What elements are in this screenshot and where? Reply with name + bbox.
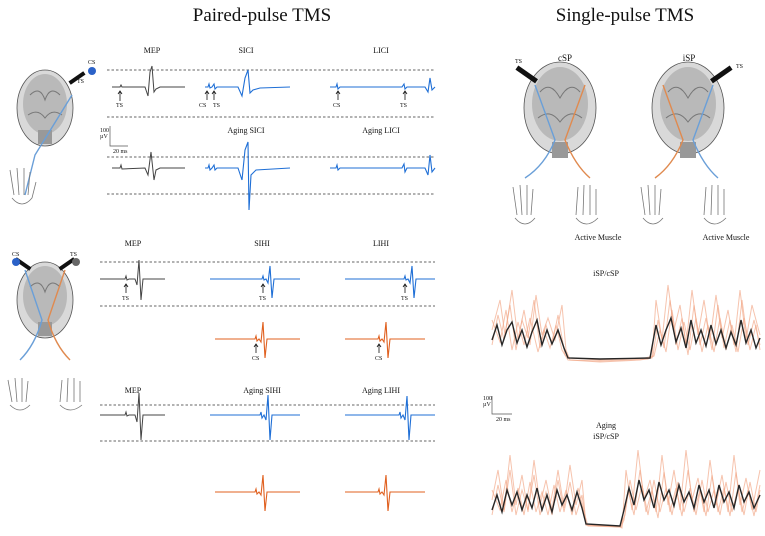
label-aging-lici: Aging LICI	[362, 126, 400, 135]
label-mep-aging-sihi: MEP	[125, 386, 142, 395]
svg-text:100: 100	[483, 396, 492, 402]
trace-aging-sihi-orange	[215, 474, 300, 512]
trace-lihi-blue	[345, 265, 435, 299]
svg-text:CS: CS	[199, 103, 206, 109]
svg-text:TS: TS	[213, 103, 220, 109]
svg-text:CS: CS	[12, 252, 19, 258]
label-lici: LICI	[373, 46, 389, 55]
trace-mep-aging-sihi	[100, 392, 165, 441]
emg-panel-young	[491, 284, 761, 363]
label-aging: Aging	[596, 421, 616, 430]
svg-text:TS: TS	[401, 296, 408, 302]
svg-text:CS: CS	[333, 103, 340, 109]
trace-lihi-orange	[345, 321, 425, 359]
label-aging-sihi: Aging SIHI	[243, 386, 281, 395]
brain-illustration-csp: TS cSP	[515, 53, 597, 179]
brain-illustration-isp: TS iSP	[651, 53, 743, 179]
svg-text:TS: TS	[259, 296, 266, 302]
trace-aging-sici	[205, 141, 291, 211]
label-csp: cSP	[558, 53, 572, 63]
trace-aging-sihi-blue	[210, 394, 300, 441]
label-sihi: SIHI	[254, 239, 270, 248]
single-pulse-title: Single-pulse TMS	[556, 5, 694, 26]
svg-text:TS: TS	[515, 59, 522, 65]
trace-aging-lihi-blue	[345, 395, 435, 441]
hand-illustration-1	[9, 167, 37, 205]
svg-text:TS: TS	[116, 103, 123, 109]
svg-text:µV: µV	[483, 402, 491, 408]
svg-text:CS: CS	[375, 356, 382, 362]
trace-mep-top	[112, 65, 185, 97]
svg-text:TS: TS	[122, 296, 129, 302]
hand-illustration-isp	[640, 184, 727, 225]
hand-illustration-2	[7, 377, 83, 411]
svg-text:100: 100	[100, 128, 109, 134]
label-isp-csp: iSP/cSP	[593, 269, 619, 278]
brain-illustration-intracortical: CS TS	[16, 60, 96, 196]
scale-bar-single	[491, 396, 512, 415]
trace-sihi-orange	[215, 321, 300, 359]
label-aging-isp-csp: iSP/cSP	[593, 432, 619, 441]
label-lihi: LIHI	[373, 239, 389, 248]
paired-pulse-title: Paired-pulse TMS	[193, 5, 331, 26]
svg-text:TS: TS	[736, 64, 743, 70]
trace-lici	[330, 77, 436, 94]
label-sici: SICI	[238, 46, 253, 55]
trace-mep-aging	[112, 151, 185, 181]
svg-text:20 ms: 20 ms	[113, 149, 128, 155]
label-active-muscle-csp: Active Muscle	[575, 233, 622, 242]
label-aging-sici: Aging SICI	[227, 126, 264, 135]
scale-bar-paired	[109, 126, 128, 147]
svg-text:20 ms: 20 ms	[496, 417, 511, 423]
svg-text:TS: TS	[70, 252, 77, 258]
emg-panel-aging	[491, 449, 761, 529]
brain-illustration-interhemispheric: CS TS	[12, 252, 80, 361]
trace-aging-lihi-orange	[345, 474, 425, 512]
svg-text:µV: µV	[100, 134, 108, 140]
label-mep-sihi: MEP	[125, 239, 142, 248]
svg-text:TS: TS	[400, 103, 407, 109]
label-active-muscle-isp: Active Muscle	[703, 233, 750, 242]
trace-sihi-blue	[210, 265, 300, 299]
hand-illustration-csp	[512, 184, 599, 225]
svg-text:TS: TS	[77, 79, 84, 85]
label-aging-lihi: Aging LIHI	[362, 386, 400, 395]
label-isp: iSP	[683, 53, 696, 63]
label-mep-top: MEP	[144, 46, 161, 55]
svg-text:CS: CS	[252, 356, 259, 362]
trace-aging-lici	[330, 154, 436, 176]
trace-sici	[205, 69, 291, 98]
svg-text:CS: CS	[88, 60, 95, 66]
trace-mep-sihi	[100, 259, 165, 301]
